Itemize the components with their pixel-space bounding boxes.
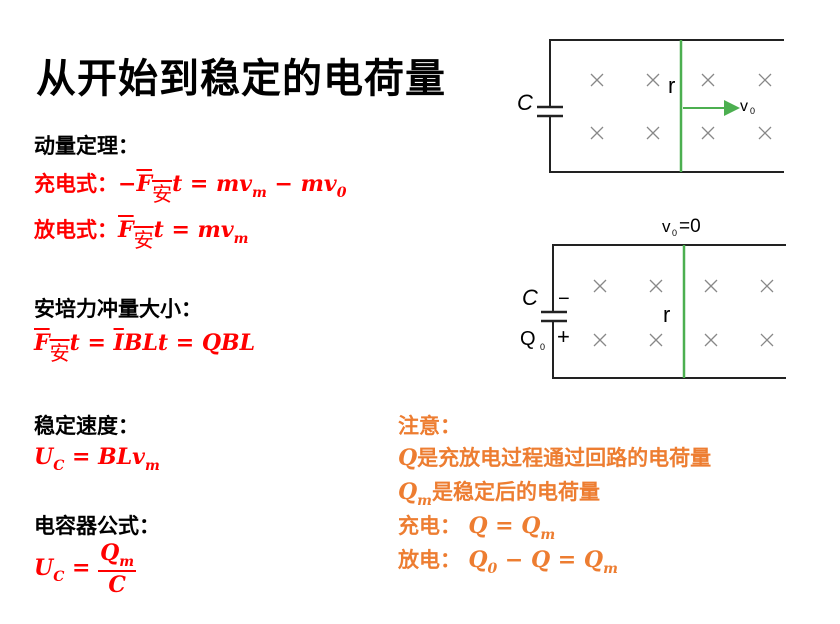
velocity-label: v xyxy=(662,217,671,236)
svg-text:0: 0 xyxy=(672,228,677,238)
velocity-sub: 0 xyxy=(750,106,755,116)
charge-formula: 充电式：−F安t = mvm − mv0 xyxy=(34,171,347,206)
rod-label: r xyxy=(663,302,670,327)
impulse-heading: 安培力冲量大小： xyxy=(34,297,202,321)
impulse-formula: F安t = IBLt = QBL xyxy=(34,330,256,365)
note-line-1: Q是充放电过程通过回路的电荷量 xyxy=(398,445,712,471)
steady-heading: 稳定速度： xyxy=(34,414,139,438)
minus-sign: − xyxy=(558,288,570,310)
rails xyxy=(549,39,784,173)
capacitor-heading: 电容器公式： xyxy=(34,514,160,538)
notes-heading: 注意： xyxy=(398,414,461,438)
capacitor-label: C xyxy=(522,285,538,310)
momentum-heading: 动量定理： xyxy=(34,134,139,158)
capacitor-label: C xyxy=(517,90,533,115)
svg-text:0: 0 xyxy=(540,342,545,352)
plus-sign: + xyxy=(557,324,570,349)
discharge-formula: 放电式：F安t = mvm xyxy=(34,217,249,252)
note-line-3: 充电： Q = Qm xyxy=(398,513,556,543)
charge-label: Q xyxy=(520,328,536,350)
magnetic-field-crosses xyxy=(590,73,772,140)
circuit-charging: C r v 0 xyxy=(517,39,784,173)
rod-label: r xyxy=(668,73,675,98)
page-title: 从开始到稳定的电荷量 xyxy=(36,56,446,102)
velocity-label: v xyxy=(740,98,748,115)
charge-label: 充电式： xyxy=(34,172,118,196)
svg-text:=0: =0 xyxy=(679,216,701,237)
note-line-4: 放电： Q0 − Q = Qm xyxy=(398,547,618,577)
steady-formula: UC = BLvm xyxy=(34,444,160,474)
magnetic-field-crosses xyxy=(593,279,774,347)
note-line-2: Qm是稳定后的电荷量 xyxy=(398,479,600,509)
discharge-label: 放电式： xyxy=(34,218,118,242)
circuit-discharging: C − + Q 0 r v 0 =0 xyxy=(520,216,786,379)
